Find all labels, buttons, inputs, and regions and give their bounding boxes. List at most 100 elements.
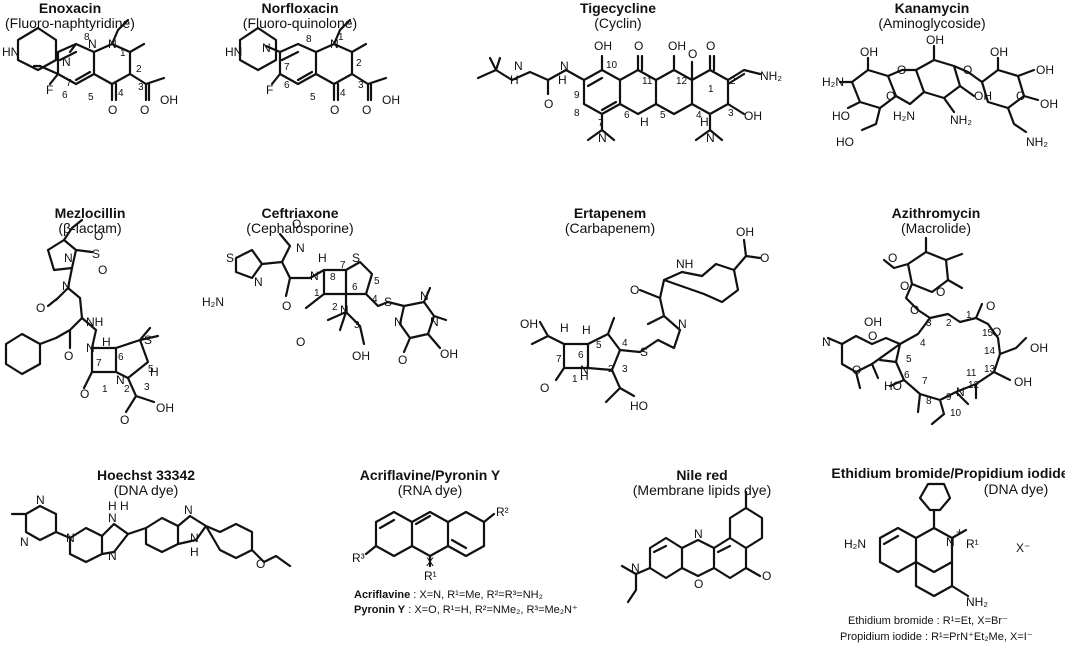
- norfloxacin-atom: N: [330, 37, 339, 51]
- azithromycin-atom: O: [868, 329, 877, 343]
- azithromycin-position: 10: [950, 408, 962, 419]
- ertapenem-position: 3: [622, 364, 628, 375]
- azithromycin-position: 1: [966, 310, 972, 321]
- mezlocillin-atom: OH: [156, 401, 174, 415]
- azithromycin-position: 2: [946, 318, 952, 329]
- ertapenem-atom: O: [540, 381, 549, 395]
- kanamycin-atom: OH: [1036, 63, 1054, 77]
- mezlocillin-atom: O: [98, 263, 107, 277]
- nile-red-atom: N: [631, 561, 640, 575]
- nile-red-atom: O: [694, 577, 703, 591]
- ceftriaxone-atom: S: [352, 251, 360, 265]
- azithromycin-atom: OH: [1014, 375, 1032, 389]
- ceftriaxone-atom: OH: [352, 349, 370, 363]
- ceftriaxone-position: 2: [332, 302, 338, 313]
- acriflavine-name: Acriflavine/Pyronin Y: [360, 467, 501, 483]
- azithromycin-atom: N: [822, 335, 831, 349]
- ceftriaxone-atom: N: [296, 241, 305, 255]
- azithromycin-position: 8: [926, 396, 932, 407]
- mezlocillin-position: 3: [144, 382, 150, 393]
- tigecycline-class: (Cyclin): [594, 15, 641, 31]
- mezlocillin-atom: N: [86, 341, 95, 355]
- ertapenem-position: 7: [556, 354, 562, 365]
- kanamycin-name: Kanamycin: [895, 0, 970, 16]
- enoxacin-position: 1: [120, 48, 126, 59]
- norfloxacin-position: 2: [356, 58, 362, 69]
- mezlocillin-atom: S: [92, 247, 100, 261]
- norfloxacin-name: Norfloxacin: [261, 0, 338, 16]
- ethidium-caption: Ethidium bromide : R¹=Et, X=Br⁻: [848, 615, 1008, 627]
- ceftriaxone-position: 1: [314, 288, 320, 299]
- ertapenem-atom: S: [640, 345, 648, 359]
- tigecycline-atom: O: [544, 97, 553, 111]
- azithromycin-position: 3: [926, 318, 932, 329]
- norfloxacin-position: 5: [310, 92, 316, 103]
- enoxacin-atom: N: [62, 55, 71, 69]
- hoechst-atom: N: [108, 549, 117, 563]
- azithromycin-position: 15: [982, 328, 994, 339]
- kanamycin-atom: O: [886, 89, 895, 103]
- ethidium-atom: N: [946, 535, 955, 549]
- ceftriaxone-atom: O: [296, 335, 305, 349]
- acriflavine-atom: R²: [496, 505, 509, 519]
- enoxacin-atom: N: [88, 37, 97, 51]
- mezlocillin-atom: O: [64, 349, 73, 363]
- mezlocillin-position: 7: [96, 358, 102, 369]
- hoechst-atom: N: [20, 535, 29, 549]
- tigecycline-atom: H: [640, 115, 649, 129]
- ceftriaxone-atom: S: [384, 295, 392, 309]
- enoxacin-atom: N: [108, 37, 117, 51]
- norfloxacin-position: 6: [284, 80, 290, 91]
- nile-red-atom: N: [694, 527, 703, 541]
- ceftriaxone-position: 8: [330, 272, 336, 283]
- ertapenem-atom: OH: [520, 317, 538, 331]
- azithromycin-position: 14: [984, 346, 996, 357]
- norfloxacin-atom: HN: [225, 45, 242, 59]
- kanamycin-atom: OH: [860, 45, 878, 59]
- enoxacin-position: 5: [88, 92, 94, 103]
- azithromycin-atom: O: [852, 363, 861, 377]
- structure-norfloxacin: Norfloxacin (Fluoro-quinolone) HN N N F …: [225, 0, 400, 117]
- acriflavine-atom: R¹: [424, 569, 437, 583]
- norfloxacin-atom: OH: [382, 93, 400, 107]
- hoechst-atom: H: [190, 545, 199, 559]
- norfloxacin-atom: O: [362, 103, 371, 117]
- enoxacin-position: 3: [138, 82, 144, 93]
- mezlocillin-position: 6: [118, 352, 124, 363]
- ceftriaxone-position: 6: [352, 282, 358, 293]
- azithromycin-atom: O: [900, 279, 909, 293]
- tigecycline-position: 3: [728, 108, 734, 119]
- mezlocillin-atom: O: [120, 413, 129, 427]
- acriflavine-atom: R³: [352, 551, 365, 565]
- ceftriaxone-atom: H₂N: [202, 295, 224, 309]
- propidium-caption: Propidium iodide : R¹=PrN⁺Et₂Me, X=I⁻: [840, 631, 1033, 643]
- tigecycline-atom: O: [634, 39, 643, 53]
- structure-hoechst-33342: Hoechst 33342 (DNA dye) N N N H N N H N …: [10, 467, 292, 571]
- hoechst-class: (DNA dye): [114, 482, 179, 498]
- enoxacin-position: 6: [62, 90, 68, 101]
- tigecycline-atom: OH: [744, 109, 762, 123]
- tigecycline-position: 2: [730, 76, 736, 87]
- azithromycin-atom: O: [986, 299, 995, 313]
- azithromycin-position: 9: [946, 392, 952, 403]
- norfloxacin-position: 1: [338, 32, 344, 43]
- structure-ceftriaxone: Ceftriaxone (Cephalosporine) O N S N H₂N…: [202, 205, 458, 367]
- enoxacin-atom: HN: [2, 45, 19, 59]
- ceftriaxone-position: 5: [374, 276, 380, 287]
- enoxacin-class: (Fluoro-naphtyridine): [5, 15, 135, 31]
- azithromycin-position: 12: [968, 380, 980, 391]
- norfloxacin-position: 7: [284, 62, 290, 73]
- enoxacin-position: 8: [84, 32, 90, 43]
- ertapenem-atom: H: [580, 369, 589, 383]
- norfloxacin-atom: N: [262, 41, 271, 55]
- hoechst-atom: H: [120, 499, 129, 513]
- kanamycin-atom: OH: [1040, 97, 1058, 111]
- azithromycin-position: 7: [922, 376, 928, 387]
- kanamycin-atom: OH: [926, 33, 944, 47]
- ertapenem-atom: H: [560, 321, 569, 335]
- enoxacin-name: Enoxacin: [39, 0, 101, 16]
- tigecycline-atom: NH₂: [760, 69, 782, 83]
- norfloxacin-position: 4: [340, 88, 346, 99]
- azithromycin-atom: O: [888, 251, 897, 265]
- ceftriaxone-atom: O: [282, 299, 291, 313]
